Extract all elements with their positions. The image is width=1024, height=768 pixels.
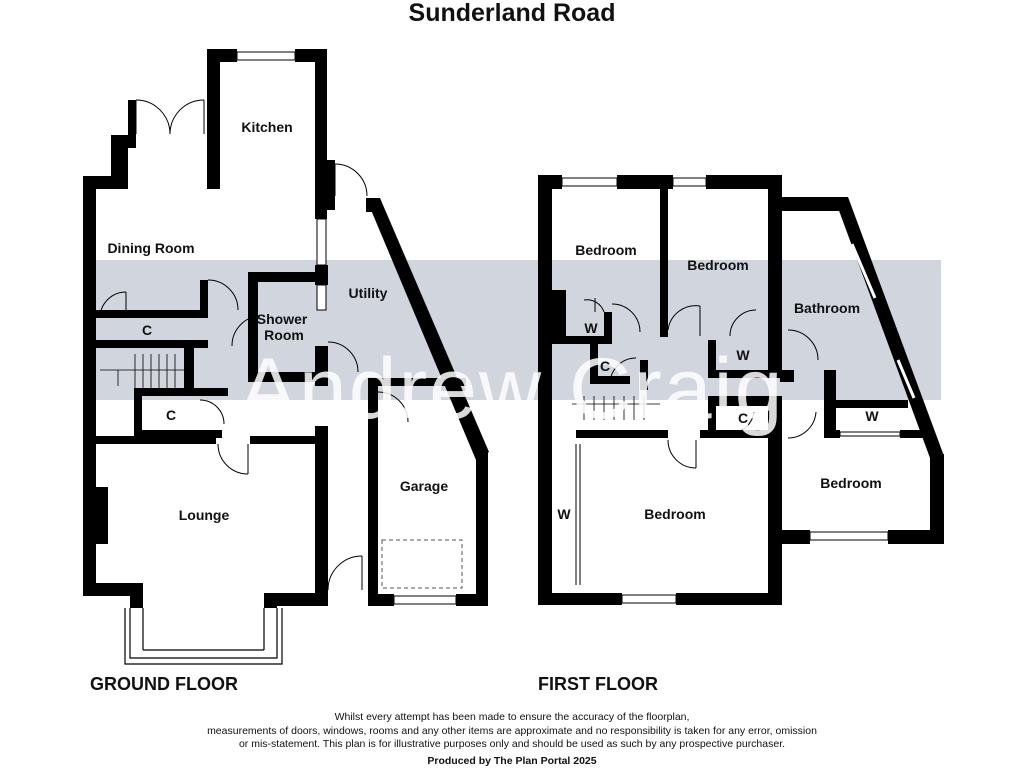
- watermark-text: Andrew Craig: [240, 341, 785, 437]
- bedroom-1-label: Bedroom: [575, 242, 636, 258]
- kitchen-label: Kitchen: [241, 119, 292, 135]
- dining-room-label: Dining Room: [107, 240, 194, 256]
- first-floor-plan: [538, 175, 944, 605]
- disclaimer-line-1: Whilst every attempt has been made to en…: [334, 711, 690, 723]
- bathroom-slanted-windows: [850, 243, 916, 399]
- kitchen-window: [236, 51, 296, 61]
- wardrobe-1-label: W: [584, 320, 598, 336]
- first-door-swings: [583, 298, 819, 469]
- garage-hatch: [381, 539, 463, 589]
- ground-floor-plan: [83, 49, 488, 608]
- shower-room-label-line1: Shower: [257, 311, 308, 327]
- bedroom-4-label: Bedroom: [644, 506, 705, 522]
- first-floor-label: FIRST FLOOR: [538, 674, 658, 694]
- cupboard-1-label: C: [142, 322, 152, 338]
- garage-top-wall: [366, 198, 380, 212]
- first-floor-windows: [561, 177, 901, 604]
- bathroom-slanted-wall: [834, 197, 944, 458]
- ground-door-swings: [99, 99, 409, 591]
- cupboard-2-label: C: [166, 407, 176, 423]
- wardrobe-3-label: W: [865, 408, 879, 424]
- ground-room-labels: Kitchen Dining Room Utility Shower Room …: [107, 119, 448, 523]
- lounge-bay-window: [124, 608, 283, 665]
- bathroom-label: Bathroom: [794, 300, 860, 316]
- bedroom-wardrobe-doors: [575, 444, 581, 585]
- bedroom-3-label: Bedroom: [820, 475, 881, 491]
- disclaimer-line-2: measurements of doors, windows, rooms an…: [207, 724, 817, 737]
- ground-floor-label: GROUND FLOOR: [90, 674, 238, 694]
- disclaimer-line-3: or mis-statement. This plan is for illus…: [238, 738, 786, 750]
- disclaimer: Whilst every attempt has been made to en…: [0, 711, 1024, 752]
- utility-windows: [316, 218, 327, 311]
- cupboard-4-label: C: [738, 410, 748, 426]
- garage-label: Garage: [400, 478, 448, 494]
- utility-wall: [327, 160, 335, 210]
- shower-room-label: Shower Room: [257, 311, 311, 343]
- garage-window: [393, 595, 457, 605]
- lounge-label: Lounge: [179, 507, 230, 523]
- wardrobe-2-label: W: [736, 347, 750, 363]
- bedroom-2-label: Bedroom: [687, 257, 748, 273]
- ground-stairs: [100, 354, 184, 388]
- plan-title: Sunderland Road: [408, 0, 616, 27]
- first-room-labels: Bedroom Bedroom Bathroom Bedroom Bedroom…: [557, 242, 881, 522]
- cupboard-3-label: C: [600, 358, 610, 374]
- credit: Produced by The Plan Portal 2025: [427, 755, 597, 767]
- utility-label: Utility: [349, 285, 388, 301]
- first-floor-stairs: [572, 396, 660, 420]
- wardrobe-4-label: W: [557, 506, 571, 522]
- garage-slanted-wall: [366, 198, 489, 460]
- shower-room-label-line2: Room: [264, 327, 304, 343]
